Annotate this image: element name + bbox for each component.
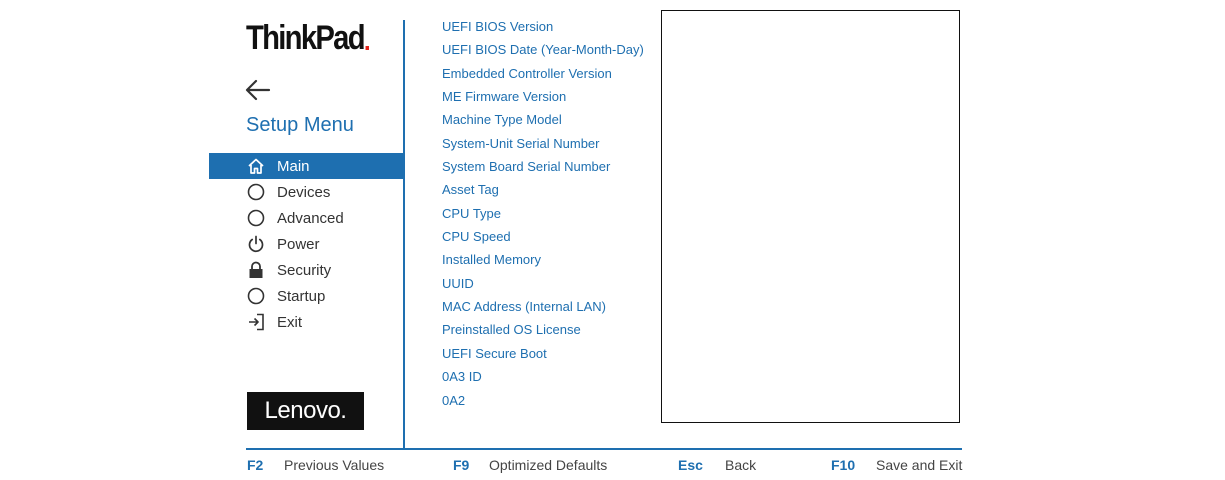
lenovo-logo: Lenovo. <box>247 392 364 430</box>
nav-item-label: Devices <box>277 183 331 201</box>
setup-menu-title: Setup Menu <box>246 114 354 136</box>
f10-key[interactable]: F10 <box>831 457 856 473</box>
setup-menu-nav: Main Devices Advanced Power Security Sta… <box>209 153 404 335</box>
previous-values-button[interactable]: Previous Values <box>284 457 385 473</box>
power-icon <box>246 234 266 254</box>
field-installed-memory[interactable]: Installed Memory <box>442 252 541 268</box>
nav-item-label: Startup <box>277 287 326 305</box>
field-cpu-speed[interactable]: CPU Speed <box>442 229 511 245</box>
nav-item-label: Power <box>277 235 320 253</box>
lock-icon <box>246 260 266 280</box>
field-0a3-id[interactable]: 0A3 ID <box>442 369 482 385</box>
field-uuid[interactable]: UUID <box>442 275 474 291</box>
thinkpad-logo: ThinkPad <box>246 18 366 58</box>
exit-icon <box>246 312 266 332</box>
nav-item-label: Exit <box>277 313 303 331</box>
nav-item-label: Main <box>277 157 310 175</box>
field-cpu-type[interactable]: CPU Type <box>442 205 502 221</box>
circle-icon <box>246 286 266 306</box>
nav-item-devices[interactable]: Devices <box>209 179 404 205</box>
field-asset-tag[interactable]: Asset Tag <box>442 182 499 198</box>
field-preinstalled-os-license[interactable]: Preinstalled OS License <box>442 322 581 338</box>
nav-item-main[interactable]: Main <box>209 153 404 179</box>
esc-key[interactable]: Esc <box>678 457 703 473</box>
field-uefi-bios-date[interactable]: UEFI BIOS Date (Year-Month-Day) <box>442 42 644 58</box>
info-panel <box>661 10 960 423</box>
save-and-exit-button[interactable]: Save and Exit <box>876 457 963 473</box>
home-icon <box>246 156 266 176</box>
circle-icon <box>246 182 266 202</box>
main-info-list: UEFI BIOS Version UEFI BIOS Date (Year-M… <box>442 15 644 412</box>
field-system-unit-serial[interactable]: System-Unit Serial Number <box>442 135 600 151</box>
optimized-defaults-button[interactable]: Optimized Defaults <box>489 457 608 473</box>
field-mac-address[interactable]: MAC Address (Internal LAN) <box>442 299 607 315</box>
back-button[interactable] <box>244 78 272 102</box>
nav-item-security[interactable]: Security <box>209 257 404 283</box>
footer-divider <box>246 448 962 450</box>
field-machine-type-model[interactable]: Machine Type Model <box>442 112 562 128</box>
footer-bar: F2 Previous Values F9 Optimized Defaults… <box>0 456 1225 474</box>
f9-key[interactable]: F9 <box>453 457 470 473</box>
f2-key[interactable]: F2 <box>247 457 264 473</box>
vertical-divider <box>403 20 405 448</box>
nav-item-power[interactable]: Power <box>209 231 404 257</box>
circle-icon <box>246 208 266 228</box>
field-me-firmware-version[interactable]: ME Firmware Version <box>442 89 567 105</box>
nav-item-exit[interactable]: Exit <box>209 309 404 335</box>
nav-item-advanced[interactable]: Advanced <box>209 205 404 231</box>
field-system-board-serial[interactable]: System Board Serial Number <box>442 159 611 175</box>
field-embedded-controller-version[interactable]: Embedded Controller Version <box>442 65 612 81</box>
field-0a2[interactable]: 0A2 <box>442 392 466 408</box>
nav-item-label: Advanced <box>277 209 344 227</box>
back-arrow-icon <box>245 79 271 101</box>
nav-item-startup[interactable]: Startup <box>209 283 404 309</box>
nav-item-label: Security <box>277 261 332 279</box>
thinkpad-logo-text: ThinkPad <box>246 19 366 57</box>
field-uefi-bios-version[interactable]: UEFI BIOS Version <box>442 19 554 34</box>
field-uefi-secure-boot[interactable]: UEFI Secure Boot <box>442 345 547 361</box>
back-footer-button[interactable]: Back <box>725 457 757 473</box>
